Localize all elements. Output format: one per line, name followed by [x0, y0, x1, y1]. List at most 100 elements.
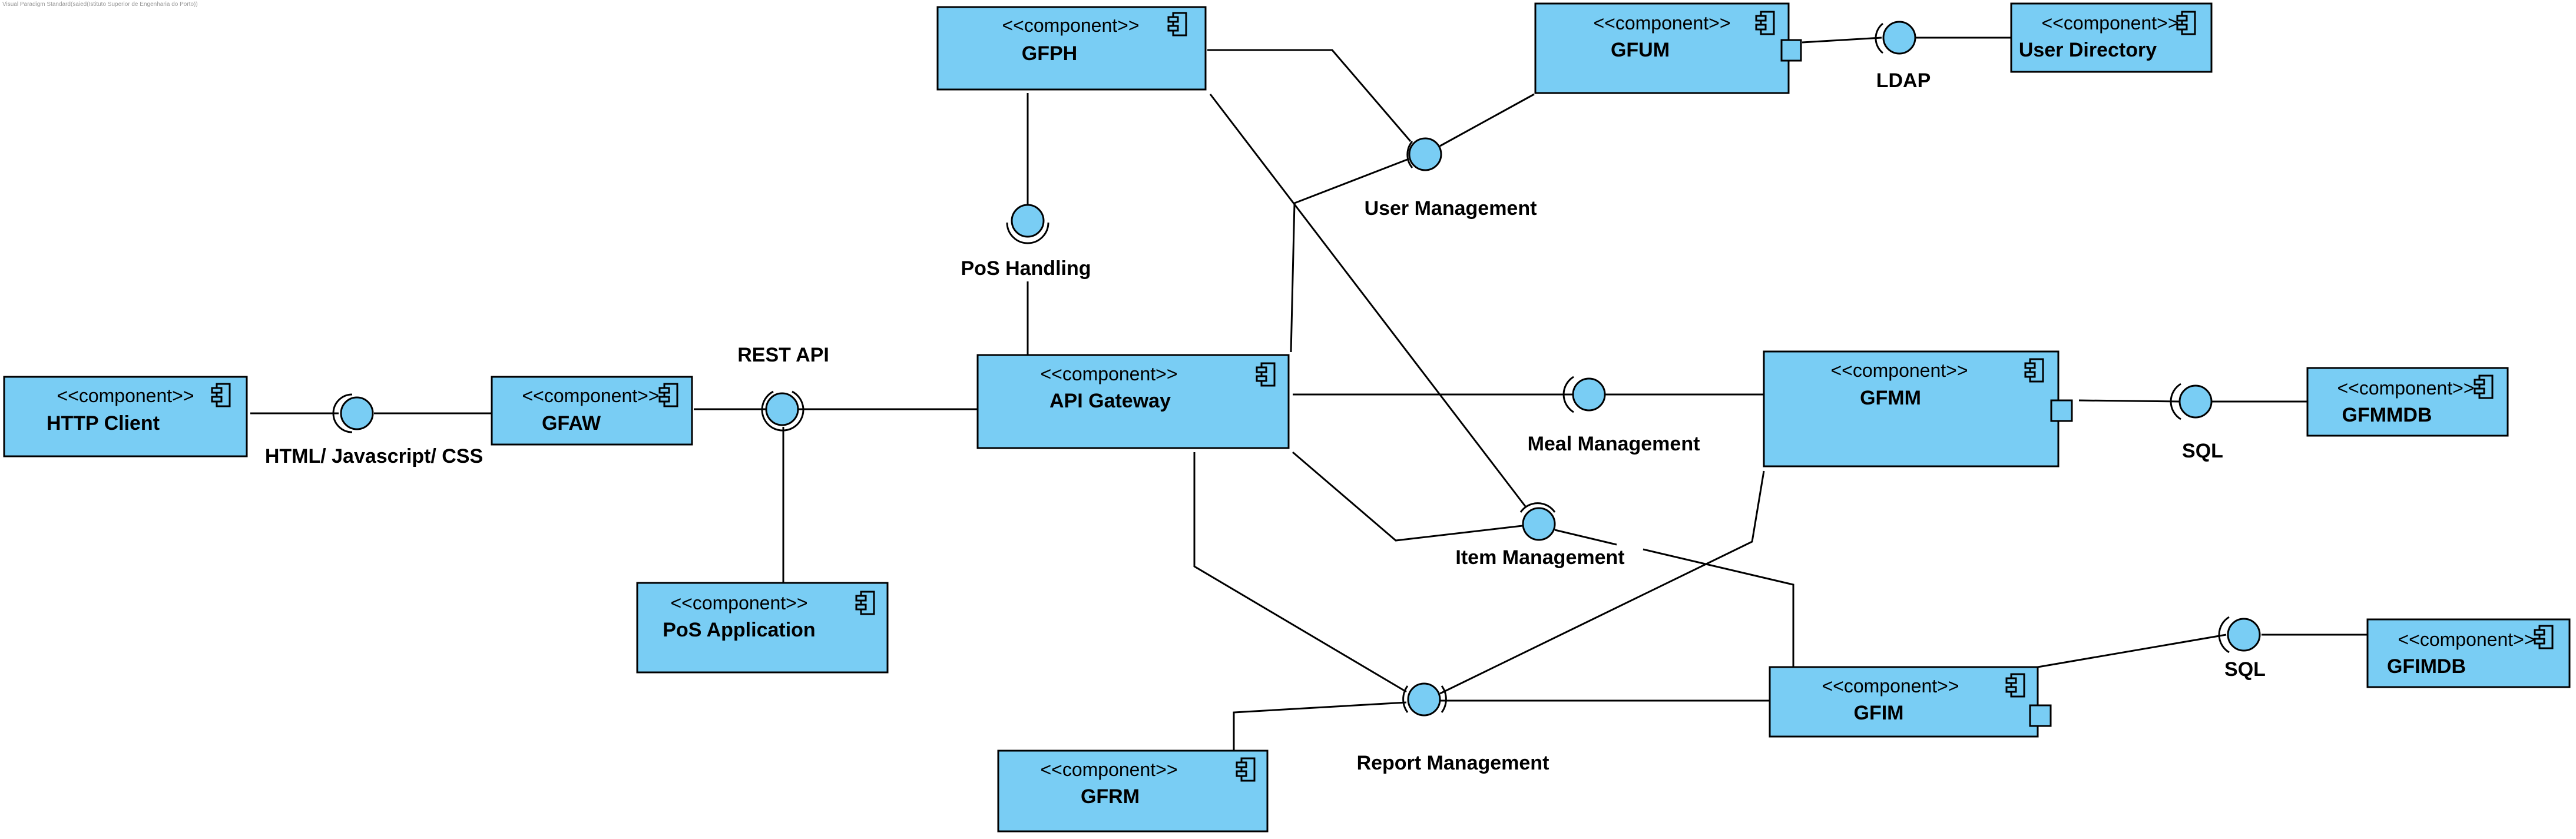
- interface-ball: [765, 392, 799, 426]
- stereotype: <<component>>: [1822, 675, 1959, 697]
- interface-label-ldap: LDAP: [1876, 69, 1931, 92]
- component-icon: [2534, 625, 2554, 649]
- component-name: GFRM: [1081, 785, 1140, 808]
- connector: [1292, 451, 1523, 542]
- component-gfrm[interactable]: <<component>> GFRM: [997, 750, 1269, 833]
- interface-ball: [1407, 682, 1441, 717]
- interface-label-item-management: Item Management: [1455, 546, 1624, 569]
- interface-ball: [1522, 507, 1556, 541]
- stereotype: <<component>>: [2398, 629, 2535, 650]
- component-icon: [1755, 11, 1775, 35]
- connector: [1209, 94, 1527, 507]
- component-name: API Gateway: [1049, 390, 1171, 412]
- interface-ball: [1572, 377, 1606, 412]
- interface-label-sql-gfim: SQL: [2224, 658, 2266, 681]
- connector: [1233, 701, 1407, 751]
- required-socket: [1519, 502, 1556, 513]
- interface-ball: [2178, 384, 2213, 419]
- required-socket: [2218, 616, 2230, 654]
- component-icon: [1256, 362, 1276, 387]
- required-socket: [1402, 685, 1409, 713]
- port: [2050, 399, 2073, 422]
- interface-pos-handling: [1006, 204, 1049, 244]
- connectors: [250, 37, 2368, 751]
- component-gfum[interactable]: <<component>> GFUM: [1534, 2, 1802, 94]
- interface-meal-management: [1562, 376, 1606, 413]
- component-name: GFIM: [1854, 702, 1904, 724]
- component-name: GFPH: [1022, 42, 1077, 65]
- connector: [1439, 93, 1535, 147]
- interface-item-management: [1519, 502, 1556, 541]
- required-socket: [2170, 383, 2181, 420]
- connector: [2078, 399, 2180, 403]
- component-icon: [1167, 12, 1187, 37]
- required-socket: [1441, 685, 1447, 713]
- component-gfmm[interactable]: <<component>> GFMM: [1763, 350, 2073, 467]
- connector: [1554, 529, 1617, 546]
- interface-label-report-management: Report Management: [1357, 752, 1549, 774]
- component-gfph[interactable]: <<component>> GFPH: [936, 6, 1207, 91]
- interface-label-meal-management: Meal Management: [1528, 433, 1700, 455]
- component-gfaw[interactable]: <<component>> GFAW: [491, 376, 693, 446]
- stereotype: <<component>>: [1040, 759, 1177, 780]
- stereotype: <<component>>: [522, 385, 659, 406]
- connector: [1207, 49, 1412, 142]
- interface-ball: [2227, 618, 2261, 652]
- port: [2029, 704, 2052, 727]
- component-icon: [658, 383, 678, 407]
- interface-sql-gfim: [2218, 616, 2261, 654]
- connector: [1439, 470, 1765, 695]
- header-text: Visual Paradigm Standard(saied(Istituto …: [2, 1, 198, 8]
- interface-ball: [1408, 137, 1442, 171]
- component-icon: [2176, 11, 2196, 35]
- required-socket: [761, 390, 804, 432]
- component-icon: [1236, 757, 1256, 782]
- component-name: GFMM: [1860, 387, 1921, 409]
- connector: [1193, 452, 1407, 693]
- stereotype: <<component>>: [1593, 12, 1730, 34]
- component-gfim[interactable]: <<component>> GFIM: [1769, 666, 2052, 738]
- interface-label-rest-api: REST API: [737, 344, 829, 366]
- stereotype: <<component>>: [670, 592, 807, 614]
- required-socket: [1406, 141, 1413, 168]
- interface-label-html-js-css: HTML/ Javascript/ CSS: [265, 445, 483, 467]
- component-icon: [2024, 358, 2044, 383]
- connector: [1802, 37, 1882, 44]
- component-icon: [2005, 673, 2025, 698]
- component-name: HTTP Client: [47, 412, 160, 435]
- component-icon: [2474, 374, 2494, 399]
- component-api-gateway[interactable]: <<component>> API Gateway: [976, 354, 1290, 449]
- stereotype: <<component>>: [57, 385, 194, 406]
- required-socket: [1006, 222, 1049, 244]
- component-name: PoS Application: [663, 619, 815, 641]
- interface-rest-api: [761, 390, 804, 432]
- connector: [1290, 158, 1409, 353]
- interface-ldap: [1875, 21, 1916, 55]
- component-name: GFIMDB: [2387, 655, 2466, 678]
- port: [1780, 39, 1802, 62]
- interface-label-pos-handling: PoS Handling: [961, 257, 1091, 280]
- required-socket: [1562, 376, 1574, 413]
- interface-label-user-management: User Management: [1365, 197, 1537, 220]
- stereotype: <<component>>: [1830, 360, 1968, 381]
- required-socket: [1875, 22, 1883, 54]
- component-name: GFMMDB: [2342, 404, 2432, 426]
- component-gfmmdb[interactable]: <<component>> GFMMDB: [2306, 367, 2509, 437]
- interface-ball: [1882, 21, 1916, 55]
- component-name: GFUM: [1611, 39, 1670, 61]
- interface-ball: [340, 396, 374, 430]
- component-icon: [211, 383, 231, 407]
- interface-label-sql-gfmm: SQL: [2182, 440, 2223, 462]
- connector: [1643, 548, 1794, 667]
- component-user-directory[interactable]: <<component>> User Directory: [2010, 2, 2213, 73]
- component-gfimdb[interactable]: <<component>> GFIMDB: [2366, 618, 2571, 688]
- component-name: User Directory: [2019, 39, 2157, 61]
- component-http-client[interactable]: <<component>> HTTP Client: [3, 376, 248, 457]
- component-pos-application[interactable]: <<component>> PoS Application: [636, 582, 889, 674]
- interface-sql-gfmm: [2170, 383, 2213, 420]
- interface-ball: [1011, 204, 1045, 238]
- component-name: GFAW: [542, 412, 601, 435]
- interface-html-js-css: [332, 393, 374, 433]
- stereotype: <<component>>: [1002, 15, 1139, 36]
